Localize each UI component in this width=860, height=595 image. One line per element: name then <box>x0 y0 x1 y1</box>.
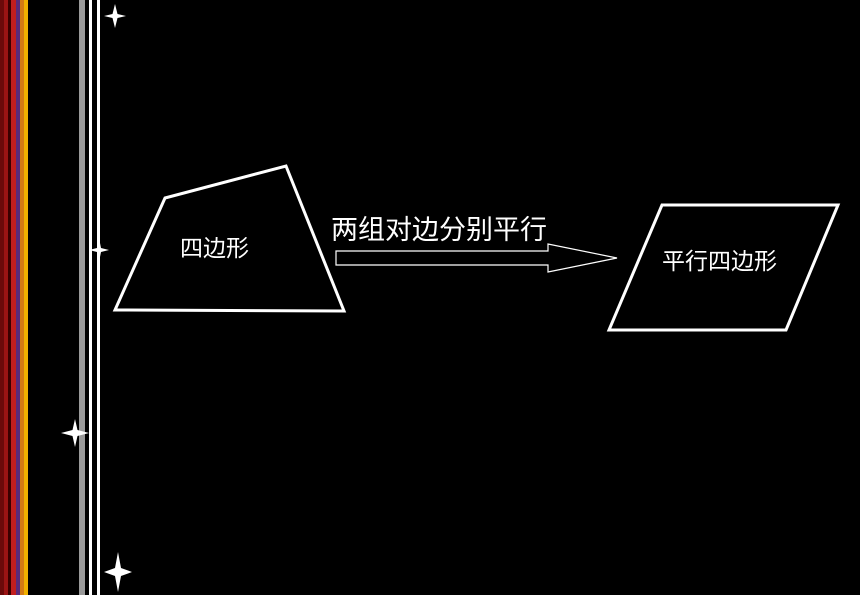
white-rail-left <box>89 0 92 595</box>
stripe <box>16 0 20 595</box>
arrow-right-icon <box>335 243 618 273</box>
stripe <box>11 0 16 595</box>
stripe <box>20 0 24 595</box>
sparkle-icon <box>104 552 132 592</box>
parallelogram-shape <box>606 203 841 332</box>
quadrilateral-shape <box>112 164 347 313</box>
sparkle-icon <box>61 419 89 447</box>
sparkle-icon <box>104 4 126 28</box>
decorative-stripes <box>0 0 30 595</box>
stripe <box>0 0 4 595</box>
stripe <box>24 0 28 595</box>
parallelogram-label: 平行四边形 <box>662 249 777 275</box>
sparkle-icon <box>89 238 109 262</box>
gray-rail <box>79 0 85 595</box>
stripe <box>4 0 8 595</box>
condition-label: 两组对边分别平行 <box>331 215 547 246</box>
quadrilateral-label: 四边形 <box>180 236 249 262</box>
white-rail-right <box>97 0 100 595</box>
stripe <box>8 0 11 595</box>
